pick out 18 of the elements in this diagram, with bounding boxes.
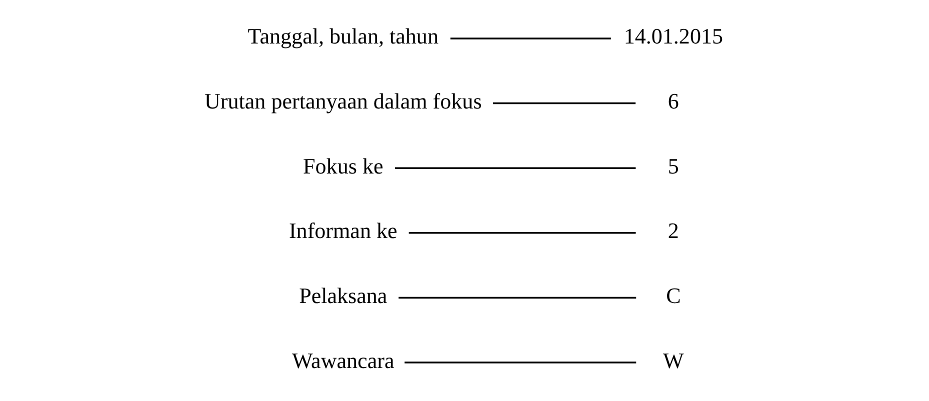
node-text: Wawancara <box>292 348 394 373</box>
node-text: Fokus ke <box>303 153 384 178</box>
connector <box>398 296 636 299</box>
node-text: Urutan pertanyaan dalam fokus <box>204 88 482 114</box>
connector <box>404 362 636 364</box>
connector <box>450 38 611 40</box>
node-text: Informan ke <box>288 218 398 244</box>
node-text: Tanggal, bulan, tahun <box>248 24 438 49</box>
node-text: W <box>663 348 684 373</box>
node-text: 6 <box>668 88 679 114</box>
node-text: C <box>666 282 681 308</box>
node-text: Pelaksana <box>299 282 388 308</box>
connector <box>492 102 636 104</box>
connector <box>394 167 636 169</box>
node-text: 14.01.2015 <box>624 24 724 49</box>
connector <box>408 232 636 234</box>
node-text: 2 <box>668 218 679 244</box>
node-text: 5 <box>668 153 679 178</box>
